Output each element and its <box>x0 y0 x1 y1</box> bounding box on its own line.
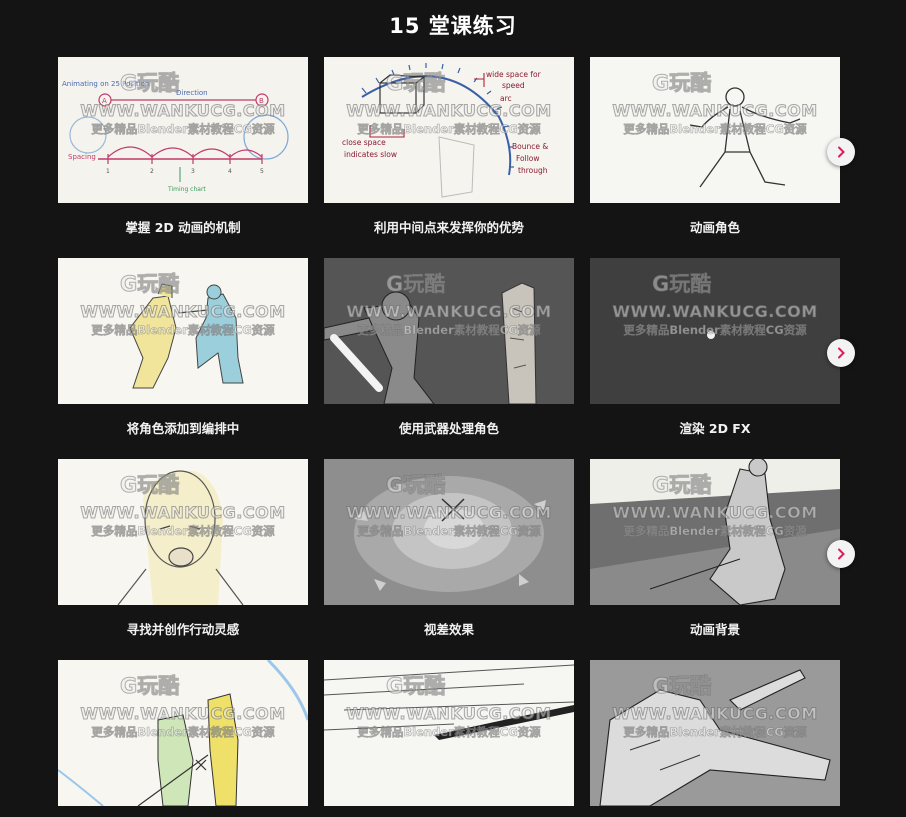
lesson-card-10[interactable]: G玩酷 WWW.WANKUCG.COM 更多精品Blender素材教程CG资源 <box>58 660 308 806</box>
diagram-tick-3: 3 <box>191 168 195 175</box>
lesson-card-4[interactable]: G玩酷 WWW.WANKUCG.COM 更多精品Blender素材教程CG资源 … <box>58 258 308 436</box>
chevron-right-icon <box>838 548 845 560</box>
carousel-next-button-row-3[interactable] <box>827 540 855 568</box>
arc-label-3: arc <box>500 94 512 103</box>
lesson-card-6[interactable]: G玩酷 WWW.WANKUCG.COM 更多精品Blender素材教程CG资源 … <box>590 258 840 436</box>
lesson-card-3[interactable]: G玩酷 WWW.WANKUCG.COM 更多精品Blender素材教程CG资源 … <box>590 57 840 235</box>
diagram-point-b: B <box>259 97 264 105</box>
diagram-label-direction: Direction <box>176 89 208 97</box>
lesson-card-1[interactable]: Animating on 25 Position Direction Spaci… <box>58 57 308 235</box>
diagram-tick-1: 1 <box>106 168 110 175</box>
lesson-thumbnail-8[interactable]: G玩酷 WWW.WANKUCG.COM 更多精品Blender素材教程CG资源 <box>324 459 574 605</box>
diagram-label-spacing: Spacing <box>68 153 96 161</box>
lesson-title-1[interactable]: 掌握 2D 动画的机制 <box>125 220 241 235</box>
lesson-card-11[interactable]: G玩酷 WWW.WANKUCG.COM 更多精品Blender素材教程CG资源 <box>324 660 574 806</box>
thumbnail-image-fx-render <box>590 258 840 404</box>
lesson-title-4[interactable]: 将角色添加到编排中 <box>126 421 240 436</box>
lesson-thumbnail-4[interactable]: G玩酷 WWW.WANKUCG.COM 更多精品Blender素材教程CG资源 <box>58 258 308 404</box>
chevron-right-icon <box>838 347 845 359</box>
lesson-card-5[interactable]: G玩酷 WWW.WANKUCG.COM 更多精品Blender素材教程CG资源 … <box>324 258 574 436</box>
thumbnail-image-fight-sketch <box>58 258 308 404</box>
arc-label-7: Follow <box>516 154 540 163</box>
lesson-thumbnail-7[interactable]: G玩酷 WWW.WANKUCG.COM 更多精品Blender素材教程CG资源 <box>58 459 308 605</box>
carousel-next-button-row-2[interactable] <box>827 339 855 367</box>
lesson-card-9[interactable]: G玩酷 WWW.WANKUCG.COM 更多精品Blender素材教程CG资源 … <box>590 459 840 637</box>
arc-label-4: close space <box>342 138 386 147</box>
lesson-card-12[interactable]: G玩酷 WWW.WANKUCG.COM 更多精品Blender素材教程CG资源 <box>590 660 840 806</box>
lesson-thumbnail-5[interactable]: G玩酷 WWW.WANKUCG.COM 更多精品Blender素材教程CG资源 <box>324 258 574 404</box>
diagram-point-a: A <box>102 97 107 105</box>
lesson-title-3[interactable]: 动画角色 <box>689 220 740 235</box>
arc-label-2: speed <box>502 81 525 90</box>
lesson-title-8[interactable]: 视差效果 <box>423 622 474 637</box>
diagram-label-timing: Timing chart <box>167 186 206 193</box>
lesson-thumbnail-12[interactable]: G玩酷 WWW.WANKUCG.COM 更多精品Blender素材教程CG资源 <box>590 660 840 806</box>
arc-label-1: wide space for <box>486 70 542 79</box>
thumbnail-image-face-sketch <box>58 459 308 605</box>
lesson-card-8[interactable]: G玩酷 WWW.WANKUCG.COM 更多精品Blender素材教程CG资源 … <box>324 459 574 637</box>
diagram-tick-4: 4 <box>228 168 232 175</box>
thumbnail-image-weapon-sketch <box>324 258 574 404</box>
lesson-card-7[interactable]: G玩酷 WWW.WANKUCG.COM 更多精品Blender素材教程CG资源 … <box>58 459 308 637</box>
arc-label-6: Bounce & <box>512 142 548 151</box>
thumbnail-image-action-sketch <box>590 660 840 806</box>
thumbnail-image-speed-lines <box>324 660 574 806</box>
thumbnail-image-background-sketch <box>590 459 840 605</box>
lesson-thumbnail-6[interactable]: G玩酷 WWW.WANKUCG.COM 更多精品Blender素材教程CG资源 <box>590 258 840 404</box>
section-title: 15 堂课练习 <box>389 14 517 38</box>
thumbnail-image-duel-sketch <box>58 660 308 806</box>
diagram-tick-2: 2 <box>150 168 154 175</box>
thumbnail-image-smoke-fx <box>324 459 574 605</box>
lesson-thumbnail-1[interactable]: Animating on 25 Position Direction Spaci… <box>58 57 308 203</box>
carousel-next-button-row-1[interactable] <box>827 138 855 166</box>
lesson-title-7[interactable]: 寻找并创作行动灵感 <box>126 622 240 637</box>
thumbnail-image-character-sketch <box>590 57 840 203</box>
lesson-thumbnail-10[interactable]: G玩酷 WWW.WANKUCG.COM 更多精品Blender素材教程CG资源 <box>58 660 308 806</box>
thumbnail-image-arc-diagram: wide space for speed arc close space ind… <box>324 57 574 203</box>
lesson-title-2[interactable]: 利用中间点来发挥你的优势 <box>373 220 524 235</box>
thumbnail-image-spacing-diagram: Animating on 25 Position Direction Spaci… <box>58 57 308 203</box>
lesson-thumbnail-11[interactable]: G玩酷 WWW.WANKUCG.COM 更多精品Blender素材教程CG资源 <box>324 660 574 806</box>
lesson-title-6[interactable]: 渲染 2D FX <box>679 421 751 436</box>
arc-label-8: through <box>518 166 548 175</box>
lesson-title-9[interactable]: 动画背景 <box>689 622 740 637</box>
lesson-title-5[interactable]: 使用武器处理角色 <box>398 421 499 436</box>
chevron-right-icon <box>838 146 845 158</box>
lesson-thumbnail-3[interactable]: G玩酷 WWW.WANKUCG.COM 更多精品Blender素材教程CG资源 <box>590 57 840 203</box>
lesson-card-2[interactable]: wide space for speed arc close space ind… <box>324 57 574 235</box>
lesson-thumbnail-2[interactable]: wide space for speed arc close space ind… <box>324 57 574 203</box>
diagram-tick-5: 5 <box>260 168 264 175</box>
diagram-label-animating: Animating on 25 Position <box>62 80 149 88</box>
lesson-thumbnail-9[interactable]: G玩酷 WWW.WANKUCG.COM 更多精品Blender素材教程CG资源 <box>590 459 840 605</box>
arc-label-5: indicates slow <box>344 150 397 159</box>
